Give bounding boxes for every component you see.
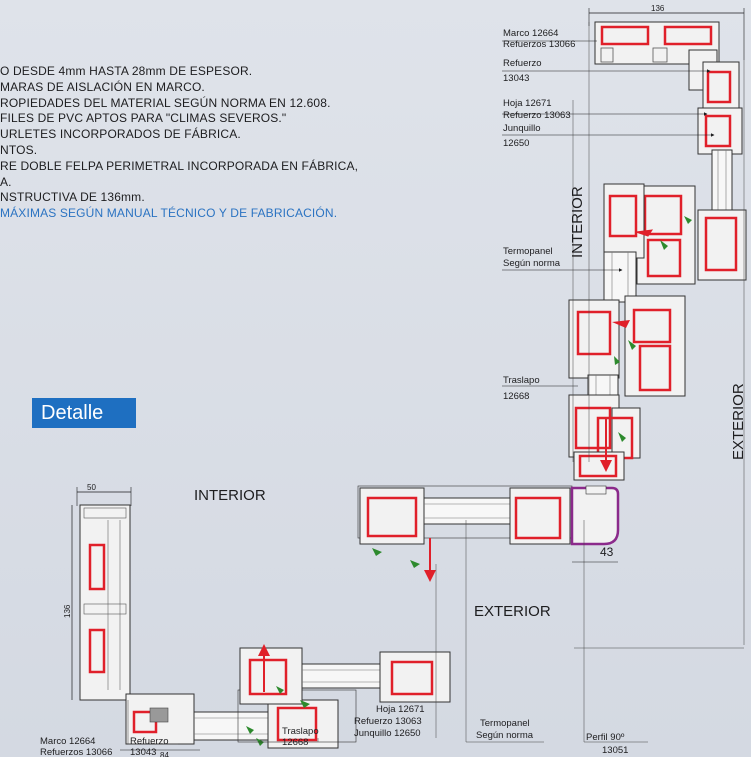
label-termopanel: Termopanel [503,246,553,257]
label-refuerzo-h: Refuerzo [130,736,169,747]
steel-reinforcement [704,114,732,148]
steel-reinforcement [88,543,106,591]
dimension-43: 43 [600,545,614,559]
dimension-84: 84 [160,751,169,757]
label-perfil-90: Perfil 90º [586,732,625,743]
feature-item: O DESDE 4mm HASTA 28mm DE ESPESOR. [0,64,253,78]
feature-item: RE DOBLE FELPA PERIMETRAL INCORPORADA EN… [0,158,359,173]
interior-label-horizontal: INTERIOR [194,487,266,504]
detalle-badge: Detalle [32,398,136,428]
feature-item: NSTRUCTIVA DE 136mm. [0,190,145,205]
label-refuerzo-code-h: 13043 [130,747,156,757]
label-hoja-h: Hoja 12671 [376,704,425,715]
corner-profile-90 [570,486,620,546]
glass-pane [711,149,733,217]
feature-item: URLETES INCORPORADOS DE FÁBRICA. [0,127,241,142]
label-traslapo-code-h: 12668 [282,737,308,748]
steel-reinforcement [88,628,106,674]
label-hoja: Hoja 12671 [503,98,552,109]
label-termopanel-h: Termopanel [480,718,530,729]
glass-pane [423,497,511,525]
dimension-136-left: 136 [63,604,72,618]
interior-label-vertical: INTERIOR [569,186,586,258]
glass-pane [301,663,381,689]
steel-reinforcement [608,194,638,238]
label-refuerzos: Refuerzos 13066 [503,39,575,50]
label-junquillo-code: 12650 [503,138,529,149]
label-refuerzos-h: Refuerzos 13066 [40,747,112,757]
label-junquillo: Junquillo [503,123,541,134]
feature-item: ROPIEDADES DEL MATERIAL SEGÚN NORMA EN 1… [0,95,331,110]
steel-reinforcement [638,344,672,392]
feature-item: A. [0,174,12,189]
steel-reinforcement [706,70,732,104]
label-refuerzo-code: 13043 [503,73,529,84]
label-perfil-code: 13051 [602,745,628,756]
glass-pane [603,251,637,303]
steel-reinforcement [643,194,683,236]
dimension-136-top: 136 [651,4,665,13]
steel-reinforcement [574,406,612,450]
label-traslapo: Traslapo [503,375,540,386]
glass-pane [193,711,269,741]
feature-item: NTOS. [0,142,38,157]
label-hoja-refuerzo-h: Refuerzo 13063 [354,716,422,727]
feature-list: O DESDE 4mm HASTA 28mm DE ESPESOR. MARAS… [0,64,420,222]
label-junquillo-h: Junquillo 12650 [354,728,421,739]
dimension-50: 50 [87,483,96,492]
arrow-mark [635,229,654,237]
exterior-label-horizontal: EXTERIOR [474,603,551,620]
steel-reinforcement [646,238,682,278]
label-marco-h: Marco 12664 [40,736,95,747]
label-marco: Marco 12664 [503,28,558,39]
horizontal-section: 50 136 84 [40,483,744,757]
exterior-label-vertical: EXTERIOR [730,383,747,460]
label-termopanel-norma: Según norma [503,258,561,269]
feature-item: MARAS DE AISLACIÓN EN MARCO. [0,79,205,94]
steel-reinforcement [632,308,672,344]
steel-reinforcement [663,25,713,46]
label-termopanel-norma-h: Según norma [476,730,534,741]
steel-reinforcement [600,25,650,46]
steel-reinforcement [576,310,612,356]
label-hoja-refuerzo: Refuerzo 13063 [503,110,571,121]
vertical-section: 136 [502,4,747,645]
label-traslapo-h: Traslapo [282,726,319,737]
label-traslapo-code: 12668 [503,391,529,402]
feature-item-highlight: MÁXIMAS SEGÚN MANUAL TÉCNICO Y DE FABRIC… [0,206,338,221]
label-refuerzo: Refuerzo [503,58,542,69]
steel-reinforcement [704,216,738,272]
feature-item: FILES DE PVC APTOS PARA "CLIMAS SEVEROS.… [0,111,287,126]
